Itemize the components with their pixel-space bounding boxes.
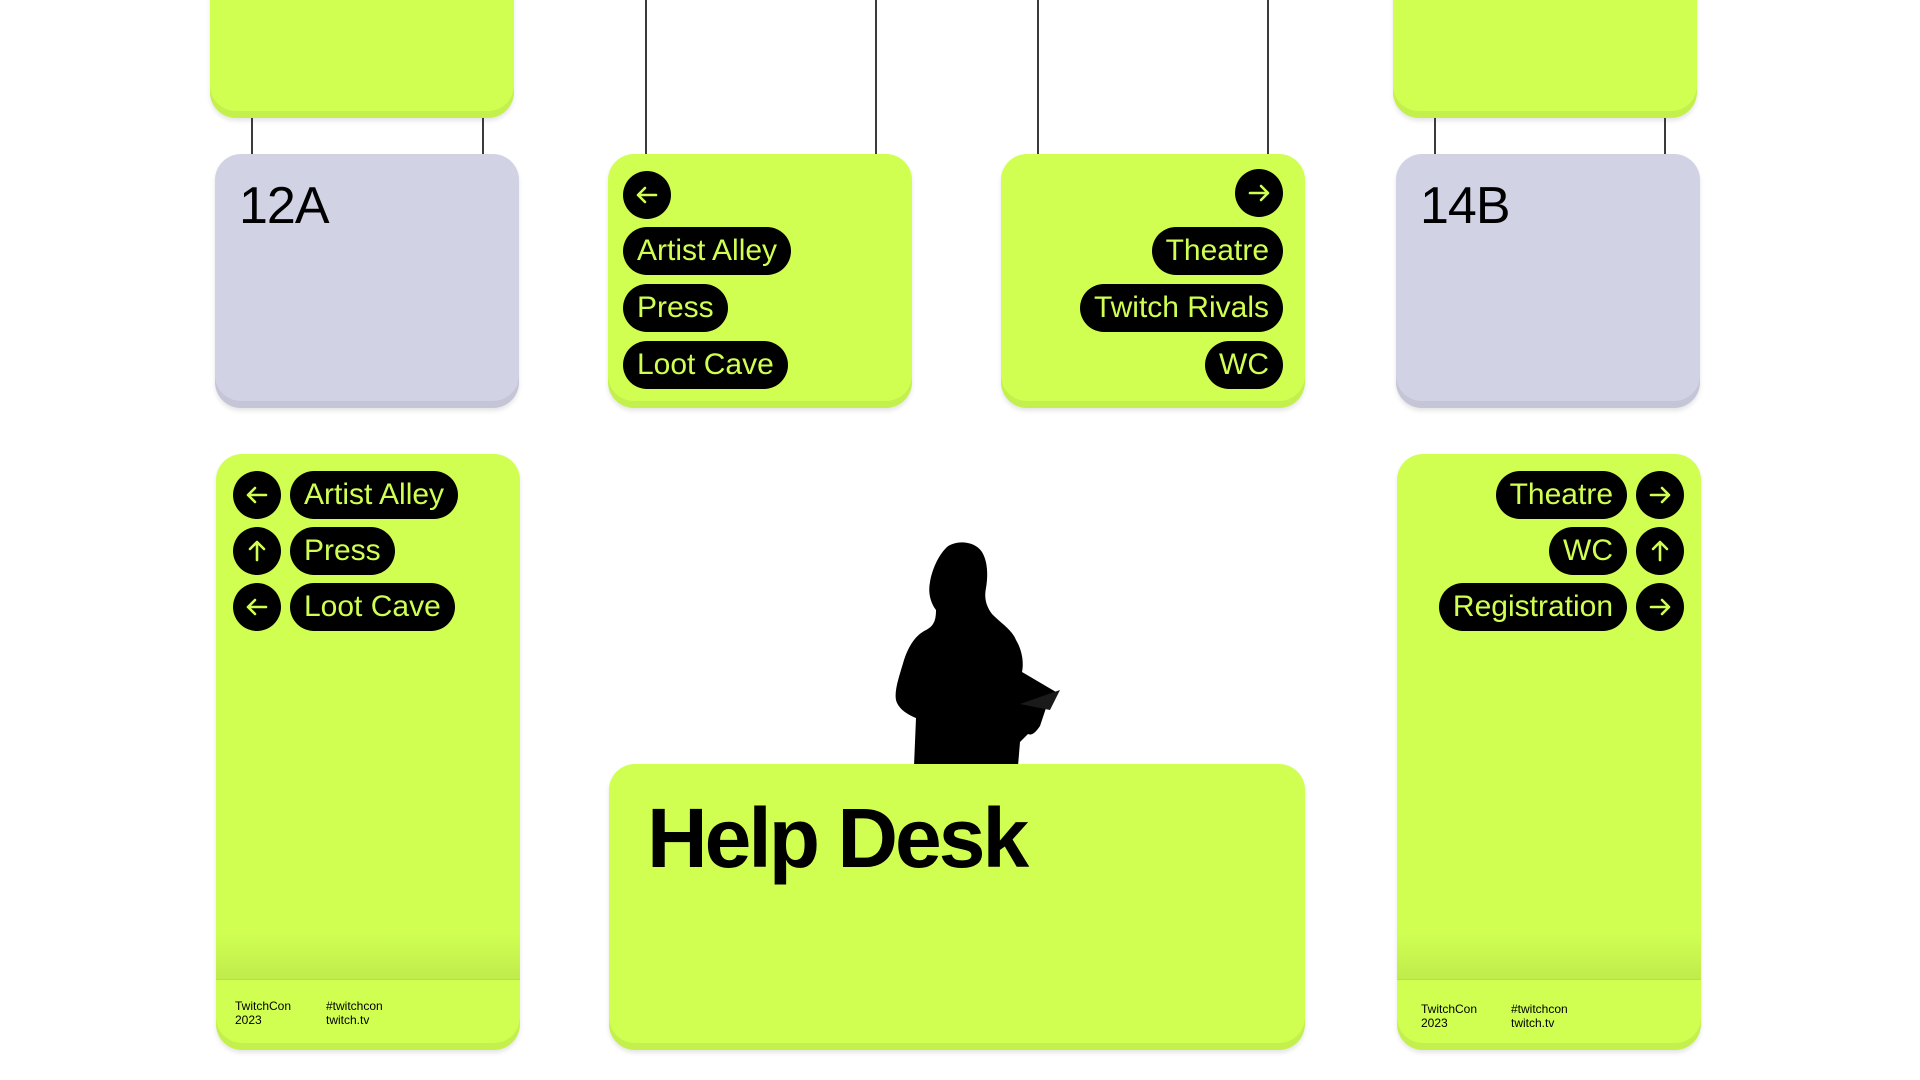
arrow-left-icon xyxy=(623,171,671,219)
arrow-up-icon xyxy=(233,527,281,575)
room-number: 12A xyxy=(239,177,330,235)
direction-label: Artist Alley xyxy=(290,471,459,519)
footer-event: TwitchCon xyxy=(1421,1002,1478,1016)
hanging-wire xyxy=(875,0,877,154)
footer-site: twitch.tv xyxy=(1511,1016,1555,1030)
arrow-right-icon xyxy=(1636,471,1684,519)
direction-label: Theatre xyxy=(1151,227,1283,275)
hanging-wire xyxy=(1664,118,1666,154)
hanging-wire xyxy=(1434,118,1436,154)
top-right-sign xyxy=(1393,0,1697,118)
footer-year: 2023 xyxy=(235,1013,262,1027)
arrow-left-icon xyxy=(233,471,281,519)
arrow-right-icon xyxy=(1235,169,1283,217)
room-sign-12a: 12A xyxy=(215,154,519,408)
footer-event: TwitchCon xyxy=(235,999,292,1013)
pillar-shadow xyxy=(1397,932,1701,980)
hanging-direction-sign-left: Artist Alley Press Loot Cave xyxy=(608,154,912,408)
footer-site: twitch.tv xyxy=(326,1013,370,1027)
direction-label: Loot Cave xyxy=(290,583,455,631)
direction-label: WC xyxy=(1205,341,1283,389)
pillar-footer: TwitchCon 2023 #twitchcon twitch.tv xyxy=(1397,979,1701,1050)
direction-label: Twitch Rivals xyxy=(1079,284,1283,332)
direction-label: Artist Alley xyxy=(623,227,792,275)
hanging-wire xyxy=(1037,0,1039,154)
direction-label: Press xyxy=(623,284,728,332)
pillar-sign-left: Artist Alley Press Loot Cave TwitchCon 2… xyxy=(216,454,520,1050)
footer-year: 2023 xyxy=(1421,1016,1448,1030)
pillar-shadow xyxy=(216,932,520,980)
arrow-right-icon xyxy=(1636,583,1684,631)
hanging-wire xyxy=(1267,0,1269,154)
person-silhouette xyxy=(895,542,1060,766)
hanging-wire xyxy=(482,118,484,154)
footer-hashtag: #twitchcon xyxy=(1511,1002,1568,1016)
room-sign-14b: 14B xyxy=(1396,154,1700,408)
pillar-sign-right: Theatre WC Registration TwitchCon 2023 #… xyxy=(1397,454,1701,1050)
help-desk-sign: Help Desk xyxy=(609,764,1305,1050)
direction-label: Press xyxy=(290,527,395,575)
direction-label: Loot Cave xyxy=(623,341,788,389)
direction-label: WC xyxy=(1549,527,1627,575)
pillar-footer: TwitchCon 2023 #twitchcon twitch.tv xyxy=(216,979,520,1050)
help-desk-title: Help Desk xyxy=(647,791,1029,885)
hanging-wire xyxy=(251,118,253,154)
direction-label: Registration xyxy=(1438,583,1627,631)
top-left-sign xyxy=(210,0,514,118)
footer-hashtag: #twitchcon xyxy=(326,999,383,1013)
arrow-up-icon xyxy=(1636,527,1684,575)
room-number: 14B xyxy=(1420,177,1511,235)
hanging-direction-sign-right: Theatre Twitch Rivals WC xyxy=(1001,154,1305,408)
arrow-left-icon xyxy=(233,583,281,631)
hanging-wire xyxy=(645,0,647,154)
direction-label: Theatre xyxy=(1495,471,1627,519)
